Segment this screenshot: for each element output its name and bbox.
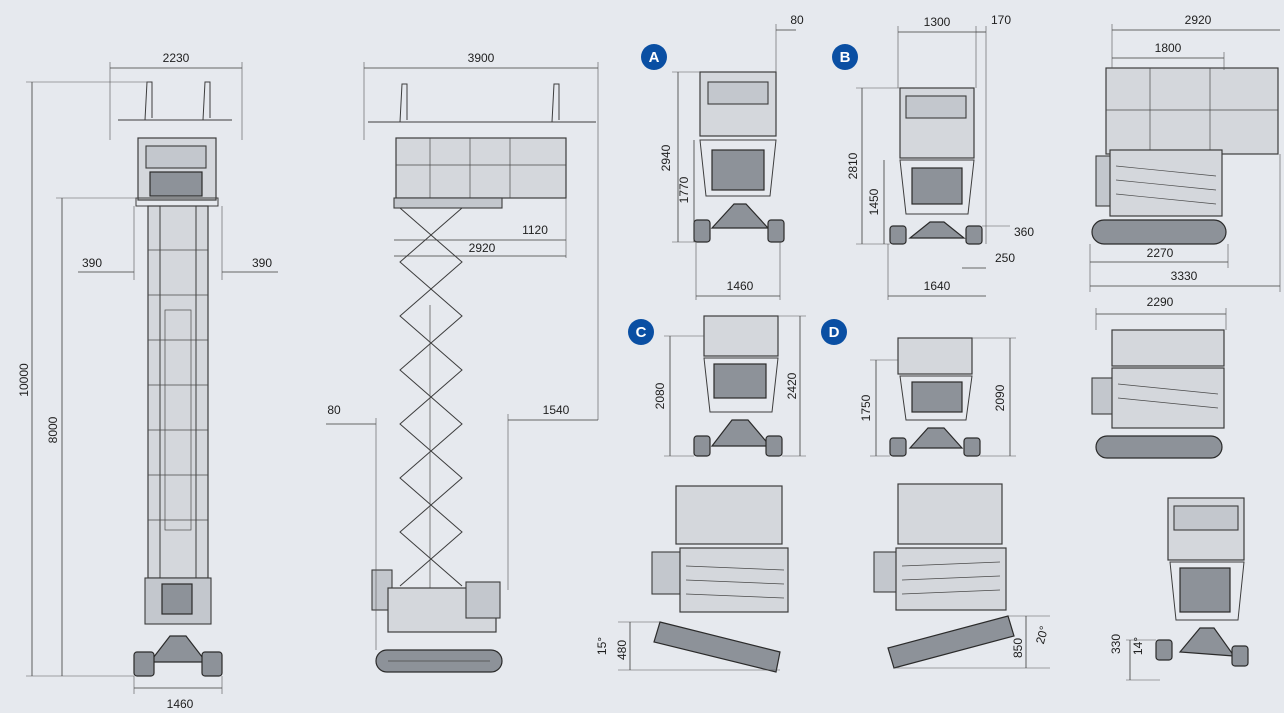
config-b-view: B 1300 170 2810 1450 360 250 1640 — [832, 13, 1034, 300]
front-overhang-left: 390 — [82, 256, 102, 270]
config-d-slope-angle: 20° — [1033, 624, 1051, 645]
config-c-slope-height: 480 — [615, 640, 629, 660]
config-d-height-right: 2090 — [993, 384, 1007, 411]
side-platform-length: 2920 — [469, 241, 496, 255]
transport-slope-height: 330 — [1109, 634, 1123, 654]
config-b-width: 1640 — [924, 279, 951, 293]
front-overhang-right: 390 — [252, 256, 272, 270]
transport-slope-angle: 14° — [1131, 637, 1145, 655]
svg-text:D: D — [829, 324, 840, 341]
transport-stowed-length: 2290 — [1147, 295, 1174, 309]
config-a-width: 1460 — [727, 279, 754, 293]
transport-view: 2920 1800 2270 3330 2290 330 — [1089, 13, 1281, 681]
config-a-offset: 80 — [790, 13, 804, 27]
side-offset-left: 80 — [327, 403, 341, 417]
transport-length-top: 2920 — [1185, 13, 1212, 27]
transport-track-length: 2270 — [1147, 246, 1174, 260]
config-b-step: 250 — [995, 251, 1015, 265]
config-d-view: D 1750 2090 850 20° — [821, 319, 1051, 669]
config-b-width-top: 1300 — [924, 15, 951, 29]
config-b-height-total: 2810 — [846, 152, 860, 179]
front-height-total: 10000 — [17, 363, 31, 397]
side-offset-right: 1540 — [543, 403, 570, 417]
side-view-elevated: 3900 1120 2920 80 1540 — [326, 51, 599, 673]
badge-a: A — [641, 44, 667, 70]
badge-c: C — [628, 319, 654, 345]
badge-d: D — [821, 319, 847, 345]
config-c-view: C 2080 2420 480 15° — [595, 315, 806, 673]
config-a-height-lower: 1770 — [677, 176, 691, 203]
front-height-platform: 8000 — [46, 416, 60, 443]
front-width-top: 2230 — [163, 51, 190, 65]
badge-b: B — [832, 44, 858, 70]
config-b-clearance: 360 — [1014, 225, 1034, 239]
config-a-height-total: 2940 — [659, 144, 673, 171]
transport-length-platform: 1800 — [1155, 41, 1182, 55]
config-d-slope-height: 850 — [1011, 638, 1025, 658]
transport-total-length: 3330 — [1171, 269, 1198, 283]
config-c-slope-angle: 15° — [595, 637, 609, 655]
svg-text:A: A — [649, 49, 660, 66]
config-b-height-lower: 1450 — [867, 188, 881, 215]
config-d-height-left: 1750 — [859, 394, 873, 421]
front-track-width: 1460 — [167, 697, 194, 711]
config-c-height-left: 2080 — [653, 382, 667, 409]
config-c-height-right: 2420 — [785, 372, 799, 399]
side-extension: 1120 — [522, 223, 548, 237]
svg-text:C: C — [636, 324, 647, 341]
side-length-top: 3900 — [468, 51, 495, 65]
front-view-elevated: 2230 10000 8000 390 390 1460 — [17, 51, 278, 711]
config-a-view: A 80 2940 1770 1460 — [641, 13, 804, 300]
svg-text:B: B — [840, 49, 851, 66]
config-b-offset: 170 — [991, 13, 1011, 27]
